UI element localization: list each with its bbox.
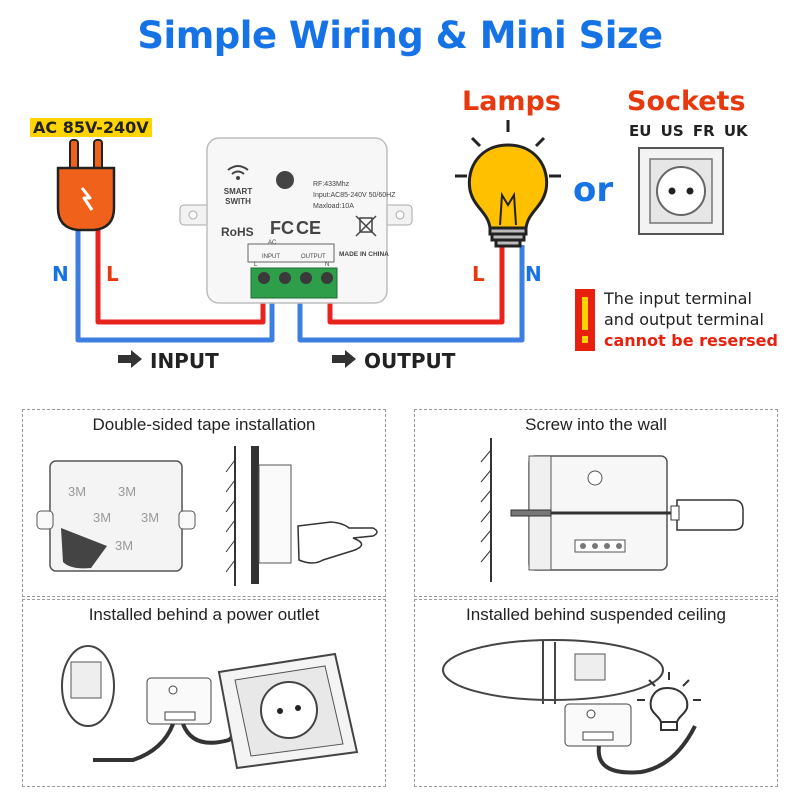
device-spec-input: Input:AC85-240V 50/60HZ: [313, 192, 396, 199]
lamps-label: Lamps: [462, 86, 561, 117]
screw-illustration: [480, 438, 744, 582]
left-n-label: N: [52, 262, 69, 286]
panel-tape-caption: Double-sided tape installation: [92, 415, 316, 434]
output-neutral-wire: [297, 245, 525, 343]
output-arrow-icon: [332, 350, 356, 368]
screwdriver-icon: [510, 499, 744, 531]
page-title: Simple Wiring & Mini Size: [137, 14, 663, 57]
input-arrow-icon: [118, 350, 142, 368]
rohs-mark: RoHS: [221, 225, 254, 239]
warning-line-3: cannot be resersed: [604, 331, 778, 350]
device-n-label: N: [325, 262, 329, 268]
tape-3m-5: 3M: [115, 538, 133, 553]
device-spec-load: Maxload:10A: [313, 203, 354, 210]
power-plug-icon: [56, 139, 116, 232]
lamp-icon: [455, 120, 561, 248]
warning-line-1: The input terminal: [604, 289, 752, 308]
wall-hatch: [225, 446, 236, 586]
device-brand-2: SWITH: [225, 197, 251, 206]
made-in-label: MADE IN CHINA: [339, 251, 389, 258]
ac-mark: AC: [268, 240, 277, 246]
panel-tape: Double-sided tape installation 3M 3M 3M …: [22, 409, 386, 597]
wiring-diagram: SMART SWITH RF:433Mhz Input:AC85-240V 50…: [56, 120, 724, 368]
wires: [75, 225, 525, 343]
fc-mark: FC: [270, 218, 294, 238]
device-spec-rf: RF:433Mhz: [313, 181, 350, 188]
hand-icon: [297, 521, 378, 564]
outlet-module: [146, 677, 212, 725]
weee-bin-icon: [355, 215, 377, 237]
panel-ceiling-caption: Installed behind suspended ceiling: [466, 605, 726, 624]
right-l-label: L: [472, 262, 485, 286]
tape-strip: [251, 446, 259, 584]
panel-outlet: Installed behind a power outlet: [22, 599, 386, 787]
panel-screw: Screw into the wall: [414, 409, 778, 597]
tape-3m-3: 3M: [93, 510, 111, 525]
ceiling-lamp-icon: [637, 672, 701, 731]
device-l-label: L: [254, 262, 258, 268]
outlet-illustration: [61, 645, 359, 770]
input-live-wire: [95, 225, 266, 325]
tape-3m-1: 3M: [68, 484, 86, 499]
socket-icon: [638, 147, 724, 235]
input-neutral-wire: [75, 225, 275, 343]
warning-icon: [575, 289, 595, 351]
warning-line-2: and output terminal: [604, 310, 764, 329]
tape-module: 3M 3M 3M 3M 3M: [36, 460, 196, 572]
tape-3m-4: 3M: [141, 510, 159, 525]
device-input-label: INPUT: [262, 254, 280, 260]
output-live-wire: [327, 245, 505, 325]
tape-illustration: 3M 3M 3M 3M 3M: [36, 446, 378, 586]
or-label: or: [573, 170, 614, 210]
panel-ceiling: Installed behind suspended ceiling: [414, 599, 778, 787]
warning-text: The input terminal and output terminal c…: [604, 288, 794, 351]
ce-mark: CE: [296, 218, 321, 238]
panel-screw-caption: Screw into the wall: [525, 415, 667, 434]
device-brand-1: SMART: [224, 187, 253, 196]
smart-switch-device: SMART SWITH RF:433Mhz Input:AC85-240V 50…: [179, 137, 413, 304]
module-side: [258, 464, 292, 564]
right-n-label: N: [525, 262, 542, 286]
outlet-plate: [217, 652, 359, 770]
left-l-label: L: [106, 262, 119, 286]
sockets-label: Sockets: [627, 86, 746, 117]
device-output-label: OUTPUT: [301, 254, 326, 260]
output-label: OUTPUT: [364, 349, 456, 373]
voltage-label: AC 85V-240V: [30, 118, 152, 137]
ceiling-illustration: [442, 639, 701, 775]
socket-regions: EU US FR UK: [629, 122, 748, 140]
ceiling-module: [564, 703, 632, 747]
input-label: INPUT: [150, 349, 219, 373]
tape-3m-2: 3M: [118, 484, 136, 499]
wall-hatch-2: [480, 438, 492, 582]
panel-outlet-caption: Installed behind a power outlet: [88, 605, 320, 624]
